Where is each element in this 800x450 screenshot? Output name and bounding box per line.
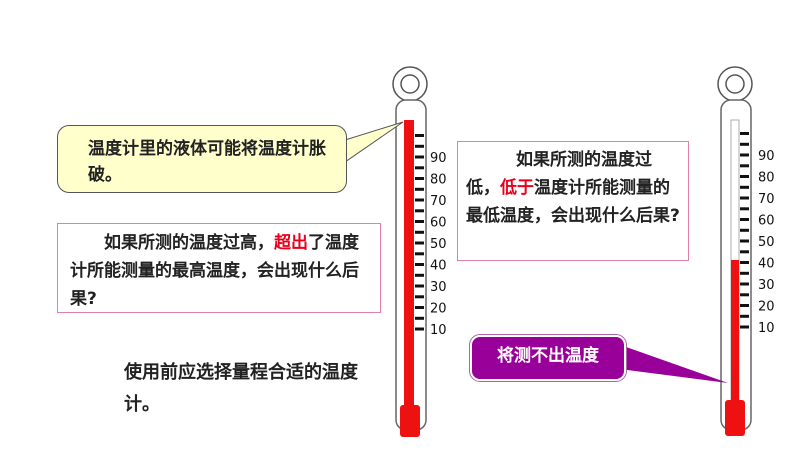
high-question-rest: 了温度计所能测量的最高温度，会出现什么后果? — [70, 233, 359, 309]
left-callout: 温度计里的液体可能将温度计胀破。 — [57, 125, 347, 193]
major-tick — [415, 134, 424, 137]
scale-label: 40 — [758, 257, 775, 272]
scale-label: 60 — [758, 214, 775, 229]
major-tick — [740, 132, 749, 135]
major-tick — [740, 261, 749, 264]
low-question-lead: 如果所测的温度过低， — [466, 150, 652, 198]
minor-tick — [415, 144, 424, 148]
right-callout: 将测不出温度 — [470, 335, 626, 381]
major-tick — [740, 282, 749, 286]
minor-tick — [740, 293, 749, 297]
left-callout-text: 温度计里的液体可能将温度计胀破。 — [88, 139, 326, 185]
thermometer-bulb — [725, 400, 745, 436]
minor-tick — [415, 316, 424, 320]
left-thermometer: 90 80 70 60 50 40 30 20 10 — [392, 66, 447, 437]
major-tick — [740, 175, 749, 178]
right-callout-pointer — [612, 342, 728, 383]
scale-label: 30 — [430, 280, 447, 295]
minor-tick — [740, 185, 749, 189]
minor-tick — [415, 252, 424, 256]
scale-label: 50 — [430, 237, 447, 252]
scale-label: 60 — [430, 216, 447, 231]
major-tick — [415, 306, 424, 309]
thermometer-bulb — [400, 405, 420, 437]
scale-label: 70 — [430, 194, 447, 209]
low-question-rest: 温度计所能测量的最低温度，会出现什么后果? — [466, 178, 680, 226]
major-tick — [740, 239, 749, 243]
tick-marks — [415, 134, 424, 331]
major-tick — [740, 153, 749, 157]
minor-tick — [740, 207, 749, 211]
major-tick — [415, 241, 424, 245]
scale-label: 70 — [758, 192, 775, 207]
major-tick — [740, 196, 749, 200]
major-tick — [415, 327, 424, 331]
major-tick — [740, 304, 749, 307]
minor-tick — [415, 209, 424, 213]
scale-label: 90 — [758, 149, 775, 164]
minor-tick — [740, 164, 749, 168]
high-temp-question: 如果所测的温度过高，超出了温度计所能测量的最高温度，会出现什么后果? — [57, 223, 381, 313]
minor-tick — [740, 142, 749, 146]
minor-tick — [740, 271, 749, 275]
major-tick — [415, 220, 424, 223]
high-question-highlight: 超出 — [274, 233, 308, 253]
scale-label: 10 — [430, 323, 447, 338]
minor-tick — [415, 187, 424, 191]
low-question-highlight: 低于 — [500, 178, 534, 198]
scale-labels: 90 80 70 60 50 40 30 20 10 — [758, 149, 775, 336]
high-question-lead: 如果所测的温度过高， — [104, 233, 274, 253]
right-thermometer: 90 80 70 60 50 40 30 20 10 — [717, 66, 775, 436]
major-tick — [740, 325, 749, 329]
hanger-ring-inner — [725, 74, 745, 94]
advice-text: 使用前应选择量程合适的温度计。 — [124, 362, 358, 415]
low-temp-question: 如果所测的温度过低，低于温度计所能测量的最低温度，会出现什么后果? — [457, 141, 689, 261]
scale-label: 80 — [430, 173, 447, 188]
minor-tick — [740, 314, 749, 318]
major-tick — [415, 263, 424, 266]
minor-tick — [415, 295, 424, 299]
major-tick — [415, 177, 424, 180]
major-tick — [415, 198, 424, 202]
thermometer-liquid — [731, 260, 739, 410]
scale-label: 90 — [430, 151, 447, 166]
minor-tick — [415, 230, 424, 234]
scale-label: 80 — [758, 171, 775, 186]
scale-label: 30 — [758, 278, 775, 293]
left-callout-pointer — [344, 121, 404, 163]
thermometer-liquid — [404, 120, 414, 410]
tick-marks — [740, 132, 749, 329]
scale-label: 20 — [758, 300, 775, 315]
scale-label: 10 — [758, 321, 775, 336]
hanger-ring-inner — [400, 74, 420, 94]
major-tick — [415, 155, 424, 159]
major-tick — [415, 284, 424, 288]
scale-label: 50 — [758, 235, 775, 250]
minor-tick — [740, 228, 749, 232]
minor-tick — [415, 166, 424, 170]
major-tick — [740, 218, 749, 221]
right-callout-text: 将测不出温度 — [497, 346, 599, 366]
minor-tick — [415, 273, 424, 277]
scale-labels: 90 80 70 60 50 40 30 20 10 — [430, 151, 447, 338]
scale-label: 40 — [430, 259, 447, 274]
scale-label: 20 — [430, 302, 447, 317]
minor-tick — [740, 250, 749, 254]
